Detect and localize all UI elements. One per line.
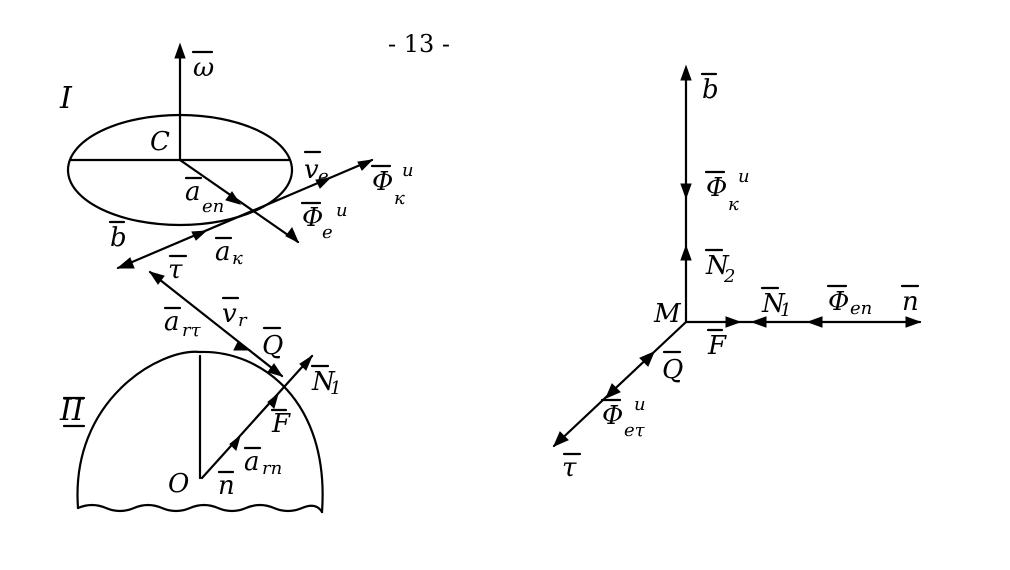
a-rn-arrowhead (229, 434, 241, 451)
n-arrowhead-right (905, 316, 922, 328)
v-r-sub: r (238, 310, 248, 331)
a-en-line (178, 158, 300, 244)
phi-e-arrowhead (285, 227, 299, 244)
phi-et-sup: u (634, 394, 646, 415)
phi-e-sup: u (336, 200, 348, 221)
phi-k-label-right: Φ (706, 173, 727, 203)
tau-label-right: τ (562, 453, 577, 483)
b-arrowhead-right (680, 64, 692, 81)
a-en-sub: en (202, 196, 224, 217)
phi-et-sub: eτ (624, 420, 646, 441)
omega-arrowhead (174, 42, 186, 59)
q-label-right: Q (662, 355, 683, 385)
tau-arrowhead-right (553, 431, 569, 447)
v-r-label: v (222, 299, 237, 329)
a-rn-label: a (244, 447, 260, 477)
v-e-sub: e (318, 166, 329, 187)
tau-label: τ (168, 255, 183, 285)
a-en-arrowhead (225, 191, 242, 205)
phi-k-label: Φ (372, 167, 393, 197)
v-e-label: v (304, 155, 319, 185)
point-C-label: C (150, 127, 170, 157)
n1-arrowhead (299, 354, 314, 371)
phi-k-arrowhead (357, 159, 374, 171)
b-label: b (110, 223, 127, 253)
phi-k-sub-right: к (728, 194, 739, 215)
b-arrowhead (116, 257, 135, 269)
tau-arrowhead (148, 271, 165, 285)
omega-label: ω (193, 53, 214, 83)
tangent-line (148, 270, 284, 378)
point-O-label: O (168, 469, 189, 499)
n1-label-right: N (761, 289, 786, 319)
region-I-label: I (59, 81, 73, 116)
f-label-right: F (707, 331, 727, 361)
n1-sub: 1 (330, 378, 341, 399)
n2-arrowhead (680, 244, 692, 261)
n-label-right: n (902, 287, 919, 317)
right-diagram: b Φ u к N 2 M N 1 Φ en n F Q Φ (552, 64, 922, 483)
phi-k-sub: к (394, 188, 405, 209)
v-r-arrowhead (233, 341, 252, 351)
b-label-right: b (702, 75, 719, 105)
a-rn-sub: rn (262, 458, 282, 479)
n2-label: N (705, 251, 730, 281)
phi-e-label: Φ (302, 203, 323, 233)
phi-e-sub: e (322, 222, 333, 243)
n2-sub: 2 (723, 266, 735, 287)
a-k-sub: к (232, 248, 243, 269)
f-label: F (271, 409, 291, 439)
phi-et-label: Φ (602, 401, 623, 431)
body-II-outline (76, 350, 324, 514)
diagonal-axis (552, 320, 688, 448)
normal-line (200, 354, 314, 480)
a-k-arrowhead (191, 230, 208, 241)
a-rt-label: a (164, 307, 180, 337)
phi-en-sub: en (850, 298, 872, 319)
phi-en-arrowhead (806, 316, 823, 328)
phi-en-label: Φ (828, 287, 849, 317)
q-label: Q (262, 331, 283, 361)
a-rt-sub: rτ (182, 320, 202, 341)
page-number: - 13 - (388, 30, 450, 58)
left-diagram: ω I C a en Φ u e b a к v e Φ u к (59, 42, 414, 514)
coriolis-line (116, 158, 374, 270)
q-arrowhead-right (639, 351, 655, 367)
phi-k-sup-right: u (738, 166, 750, 187)
n1-label: N (311, 367, 336, 397)
a-en-label: a (185, 177, 201, 207)
a-k-label: a (215, 237, 231, 267)
q-arrowhead (267, 363, 284, 377)
body-II-wavy-base (76, 503, 324, 514)
f-arrowhead-right (725, 316, 742, 328)
phi-et-arrowhead (605, 383, 621, 399)
phi-k-sup: u (402, 160, 414, 181)
n-label: n (218, 471, 235, 501)
f-arrowhead (267, 392, 279, 409)
v-e-arrowhead (315, 177, 332, 189)
n1-sub-right: 1 (780, 300, 791, 321)
point-M-label: M (653, 299, 682, 329)
phi-k-arrowhead-right (680, 183, 692, 200)
n1-arrowhead-right (750, 316, 767, 328)
